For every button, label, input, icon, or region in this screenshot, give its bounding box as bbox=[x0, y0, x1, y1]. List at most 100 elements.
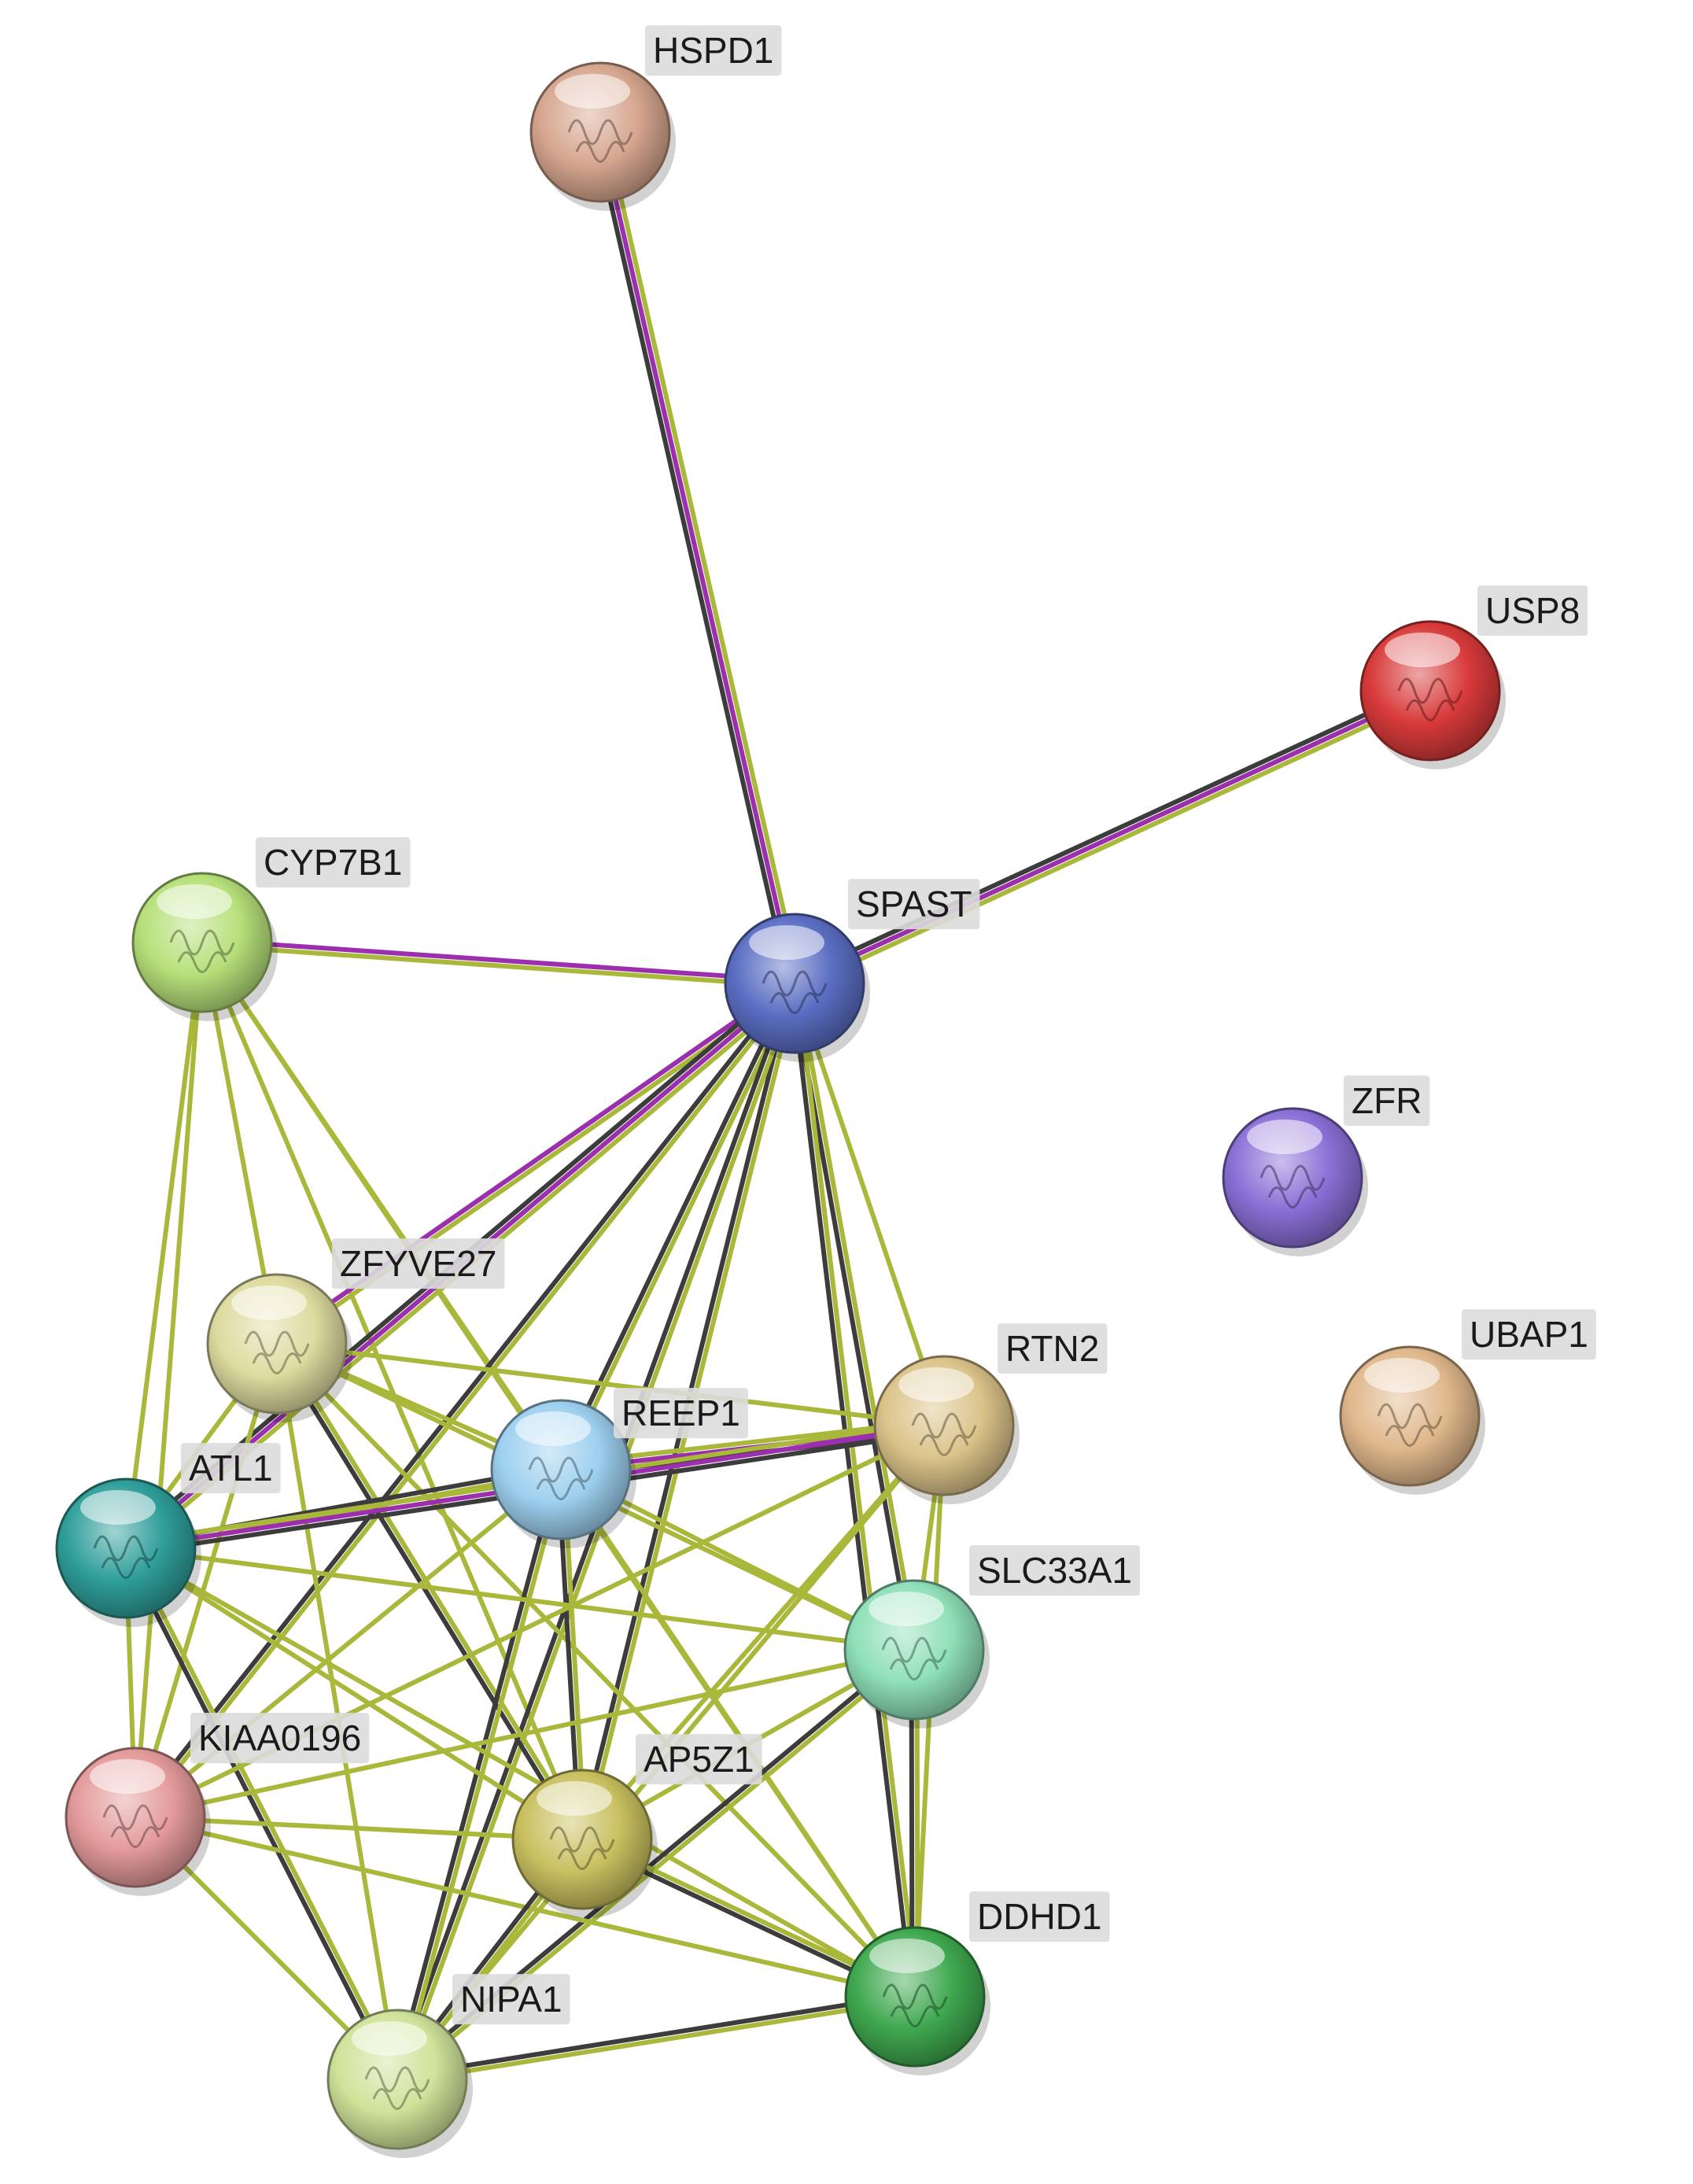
node-label-background bbox=[1477, 585, 1588, 636]
node-label-text: RTN2 bbox=[1005, 1328, 1099, 1369]
node-label: RTN2 bbox=[998, 1323, 1108, 1374]
node-highlight bbox=[80, 1490, 156, 1525]
node-highlight bbox=[1364, 1358, 1440, 1393]
node-label-text: ZFYVE27 bbox=[340, 1243, 496, 1284]
edge-spast-kiaa0196 bbox=[131, 979, 799, 1822]
node-hspd1[interactable]: HSPD1 bbox=[529, 25, 782, 211]
edge-line-green bbox=[200, 940, 585, 1842]
edge-line-green bbox=[135, 983, 799, 1822]
edge-kiaa0196-ap5z1 bbox=[133, 1815, 585, 1842]
edge-zfyve27-ap5z1 bbox=[272, 1340, 587, 1843]
edge-line-green bbox=[275, 1341, 917, 1999]
edge-usp8-spast bbox=[790, 683, 1435, 991]
node-slc33a1[interactable]: SLC33A1 bbox=[843, 1545, 1140, 1728]
edge-line-purple bbox=[598, 130, 797, 986]
node-ap5z1[interactable]: AP5Z1 bbox=[511, 1734, 762, 1918]
node-label-text: HSPD1 bbox=[653, 30, 773, 71]
node-label: USP8 bbox=[1477, 585, 1588, 636]
node-label: DDHD1 bbox=[969, 1891, 1110, 1942]
protein-structure-icon bbox=[1377, 1403, 1443, 1447]
node-zfr[interactable]: ZFR bbox=[1222, 1075, 1430, 1256]
node-label-background bbox=[1462, 1309, 1596, 1360]
node-label-text: DDHD1 bbox=[977, 1896, 1101, 1937]
node-ddhd1[interactable]: DDHD1 bbox=[844, 1891, 1110, 2075]
edge-spast-rtn2 bbox=[792, 981, 946, 1428]
edge-line-green bbox=[792, 981, 946, 1428]
node-label-background bbox=[1344, 1075, 1430, 1127]
edge-line-green bbox=[199, 943, 797, 989]
edge-line-green bbox=[559, 1467, 917, 1999]
protein-structure-icon bbox=[567, 119, 633, 163]
node-label-background bbox=[332, 1238, 505, 1289]
node-rtn2[interactable]: RTN2 bbox=[873, 1323, 1108, 1504]
node-highlight bbox=[749, 925, 824, 960]
node-highlight bbox=[1385, 633, 1460, 667]
node-zfyve27[interactable]: ZFYVE27 bbox=[206, 1238, 505, 1422]
edge-line-green bbox=[124, 1546, 917, 1999]
edge-cyp7b1-atl1 bbox=[124, 940, 205, 1551]
node-spast[interactable]: SPAST bbox=[724, 879, 980, 1062]
node-label-background bbox=[190, 1713, 370, 1764]
edge-atl1-ap5z1 bbox=[124, 1546, 585, 1842]
node-highlight bbox=[1247, 1120, 1322, 1154]
node-highlight bbox=[231, 1286, 307, 1320]
edge-line-green bbox=[124, 1546, 917, 1652]
edge-line-black bbox=[790, 683, 1431, 981]
edge-line-purple bbox=[792, 688, 1433, 986]
node-nipa1[interactable]: NIPA1 bbox=[326, 1974, 570, 2158]
edge-line-green bbox=[561, 982, 800, 1474]
edge-line-black bbox=[131, 979, 795, 1818]
edge-line-green bbox=[397, 982, 800, 2083]
node-label-text: NIPA1 bbox=[460, 1979, 562, 2020]
node-highlight bbox=[352, 2021, 427, 2056]
edge-line-black bbox=[394, 1991, 917, 2079]
node-label-text: KIAA0196 bbox=[198, 1717, 361, 1758]
edge-zfyve27-rtn2 bbox=[275, 1341, 946, 1428]
node-reep1[interactable]: REEP1 bbox=[490, 1388, 748, 1548]
node-label-text: CYP7B1 bbox=[264, 842, 402, 883]
node-label-background bbox=[998, 1323, 1108, 1374]
node-highlight bbox=[157, 884, 232, 919]
node-label: REEP1 bbox=[614, 1388, 748, 1439]
edge-zfyve27-ddhd1 bbox=[275, 1341, 917, 1999]
edge-line-green bbox=[275, 1341, 946, 1428]
node-label-text: ATL1 bbox=[189, 1448, 273, 1489]
edge-hspd1-spast bbox=[592, 128, 802, 987]
protein-structure-icon bbox=[549, 1826, 615, 1870]
protein-structure-icon bbox=[102, 1804, 168, 1848]
node-kiaa0196[interactable]: KIAA0196 bbox=[65, 1713, 370, 1896]
edge-cyp7b1-ap5z1 bbox=[200, 940, 585, 1842]
edge-line-black bbox=[592, 131, 792, 987]
edge-line-green bbox=[133, 1341, 279, 1820]
edge-line-green bbox=[603, 128, 802, 985]
edge-slc33a1-kiaa0196 bbox=[133, 1647, 917, 1820]
node-label: CYP7B1 bbox=[256, 837, 411, 888]
edge-cyp7b1-spast bbox=[199, 937, 798, 989]
edge-line-green bbox=[276, 1340, 587, 1841]
edge-zfyve27-kiaa0196 bbox=[133, 1341, 279, 1820]
node-highlight bbox=[869, 1939, 945, 1973]
node-label: AP5Z1 bbox=[636, 1734, 762, 1785]
node-label: UBAP1 bbox=[1462, 1309, 1596, 1360]
protein-structure-icon bbox=[528, 1456, 594, 1500]
edge-line-green bbox=[795, 980, 920, 1652]
node-cyp7b1[interactable]: CYP7B1 bbox=[131, 837, 411, 1021]
edge-spast-ddhd1 bbox=[789, 980, 920, 2000]
node-highlight bbox=[555, 74, 630, 109]
edge-reep1-ddhd1 bbox=[559, 1467, 917, 1999]
node-highlight bbox=[869, 1592, 944, 1626]
node-atl1[interactable]: ATL1 bbox=[55, 1443, 281, 1627]
node-ubap1[interactable]: UBAP1 bbox=[1339, 1309, 1596, 1495]
node-usp8[interactable]: USP8 bbox=[1359, 585, 1588, 769]
node-label-background bbox=[969, 1545, 1140, 1596]
protein-structure-icon bbox=[1260, 1164, 1326, 1208]
edge-line-green bbox=[126, 1544, 403, 2081]
protein-structure-icon bbox=[364, 2066, 430, 2110]
edge-line-green bbox=[133, 1815, 585, 1842]
node-label-text: USP8 bbox=[1485, 590, 1580, 631]
edge-atl1-ddhd1 bbox=[124, 1546, 917, 1999]
node-highlight bbox=[537, 1781, 612, 1816]
edge-atl1-slc33a1 bbox=[124, 1546, 917, 1652]
